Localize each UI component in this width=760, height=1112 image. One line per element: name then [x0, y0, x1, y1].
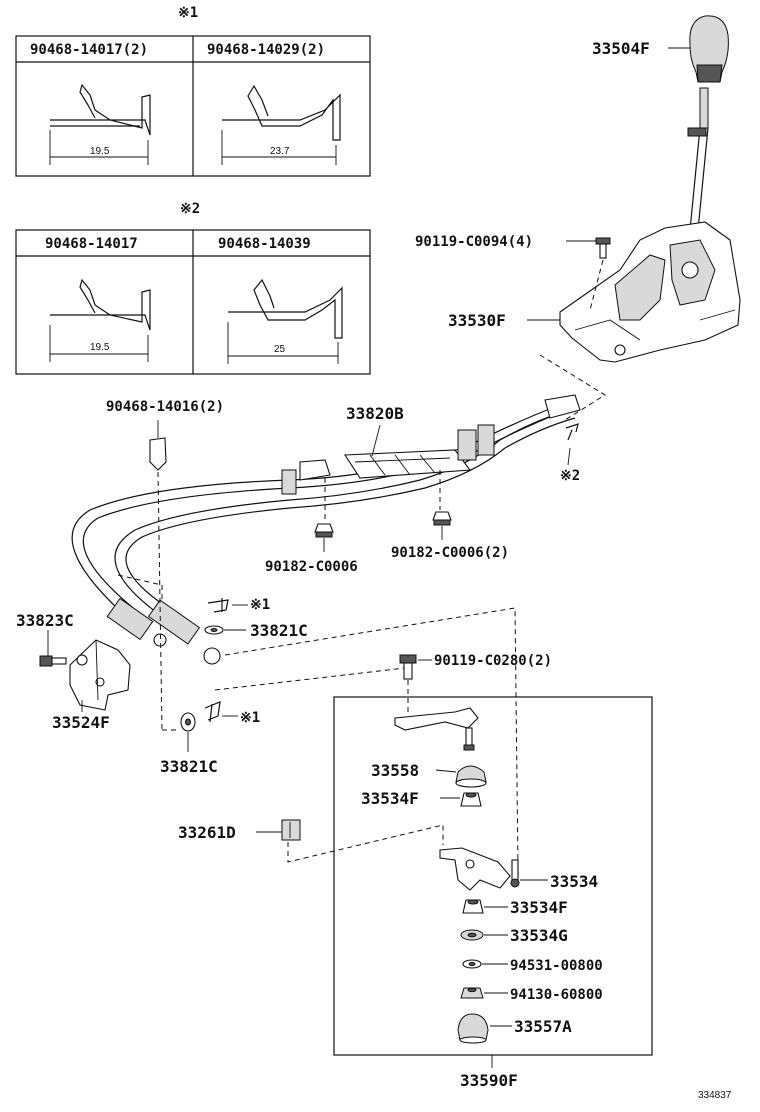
shift-lever-housing-33530F — [527, 221, 741, 363]
label-90182-C0006: 90182-C0006 — [265, 559, 358, 575]
clip-90468-14016 — [149, 420, 167, 731]
clip-mark1-lower — [204, 701, 238, 723]
shift-cable-33820B — [71, 394, 581, 665]
table1-dim2: 23.7 — [270, 146, 290, 157]
stopper-33261D — [256, 819, 444, 863]
clip-drawing-2b — [227, 278, 343, 364]
nut-90182-C0006-right — [432, 511, 452, 540]
bolt-90119-C0280 — [399, 654, 432, 712]
label-33524F: 33524F — [52, 713, 110, 732]
clip-table-1: 90468-14017(2) 90468-14029(2) 19.5 23.7 — [15, 35, 371, 177]
table2-dim2: 25 — [274, 344, 286, 355]
mark1-header: ※1 — [178, 5, 198, 21]
nut-90182-C0006-left — [314, 523, 334, 552]
table2-col1-partno: 90468-14017 — [45, 236, 138, 252]
label-33534F-lower: 33534F — [510, 898, 568, 917]
bushing-33558 — [435, 765, 487, 788]
label-33821C-lower: 33821C — [160, 757, 218, 776]
label-33261D: 33261D — [178, 823, 236, 842]
bushing-33534F-lower — [462, 899, 508, 914]
upper-lever-plate — [394, 707, 479, 751]
washer-33821C-lower — [180, 712, 196, 752]
label-33557A: 33557A — [514, 1017, 572, 1036]
label-33504F: 33504F — [592, 39, 650, 58]
label-90468-14016: 90468-14016(2) — [106, 399, 224, 415]
label-33823C: 33823C — [16, 611, 74, 630]
label-94130-60800: 94130-60800 — [510, 987, 603, 1003]
label-33534F-upper: 33534F — [361, 789, 419, 808]
washer-33821C-upper — [204, 625, 246, 635]
label-33534: 33534 — [550, 872, 598, 891]
bolt-90119-C0094 — [566, 237, 611, 311]
label-mark1-upper: ※1 — [250, 597, 270, 613]
label-33820B: 33820B — [346, 404, 404, 423]
shift-lever-rod — [687, 87, 709, 231]
label-33590F: 33590F — [460, 1071, 518, 1090]
label-94531-00800: 94531-00800 — [510, 958, 603, 974]
nut-94130-60800 — [460, 987, 508, 999]
cap-33557A — [457, 1013, 512, 1044]
label-33530F: 33530F — [448, 311, 506, 330]
table1-col1-partno: 90468-14017(2) — [30, 42, 148, 58]
clip-mark1-upper — [207, 598, 248, 613]
bolt-33823C — [39, 630, 67, 667]
clip-drawing-1b — [221, 84, 341, 165]
table1-col2-partno: 90468-14029(2) — [207, 42, 325, 58]
label-90119-C0094: 90119-C0094(4) — [415, 234, 533, 250]
label-90119-C0280: 90119-C0280(2) — [434, 653, 552, 669]
bushing-33534F-upper — [440, 792, 482, 807]
mark2-header: ※2 — [180, 201, 200, 217]
label-33821C-upper: 33821C — [250, 621, 308, 640]
clip-table-2: 90468-14017 90468-14039 19.5 25 — [15, 229, 371, 375]
label-mark1-lower: ※1 — [240, 710, 260, 726]
diagram-id: 334837 — [698, 1090, 732, 1101]
clip-drawing-2a — [49, 278, 151, 362]
table2-col2-partno: 90468-14039 — [218, 236, 311, 252]
bracket-33524F — [69, 639, 131, 712]
label-33558: 33558 — [371, 761, 419, 780]
washer-94531-00800 — [462, 959, 508, 969]
lever-33534 — [439, 847, 548, 891]
clip-mark2 — [565, 423, 579, 466]
table1-dim1: 19.5 — [90, 146, 110, 157]
shift-knob-33504F — [668, 15, 729, 83]
label-mark2: ※2 — [560, 468, 580, 484]
label-90182-C0006-2: 90182-C0006(2) — [391, 545, 509, 561]
lever-assembly-box-33590F — [333, 696, 653, 1068]
clip-drawing-1a — [49, 83, 151, 165]
washer-33534G — [460, 929, 508, 941]
label-33534G: 33534G — [510, 926, 568, 945]
table2-dim1: 19.5 — [90, 342, 110, 353]
